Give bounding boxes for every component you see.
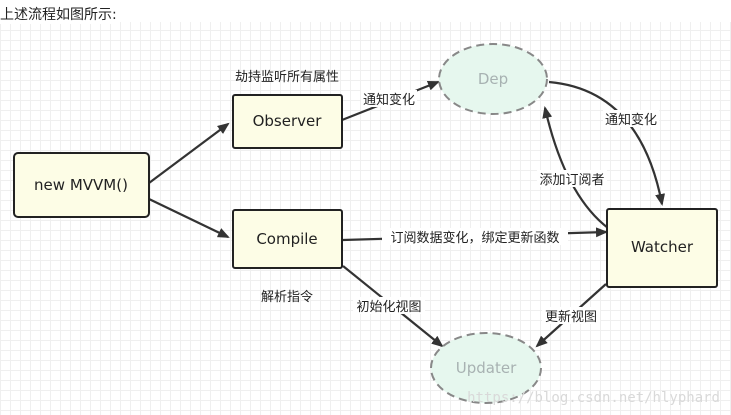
node-watcher-label: Watcher: [631, 238, 694, 256]
node-updater: [430, 332, 542, 404]
intro-bar: [0, 0, 731, 22]
intro-text: 上述流程如图所示:: [0, 4, 119, 24]
label-bg: [542, 307, 600, 324]
label-watcher-to-dep: 添加订阅者: [539, 173, 604, 188]
label-observer-to-dep: 通知变化: [363, 92, 415, 108]
label-bg: [361, 90, 417, 107]
node-observer-label: Observer: [253, 112, 323, 130]
label-dep-to-watcher: 通知变化: [605, 112, 657, 128]
node-new-mvvm: [13, 152, 150, 218]
watermark-text: https://blog.csdn.net/hlyphard: [467, 390, 720, 406]
label-compile-to-updater: 初始化视图: [356, 300, 421, 315]
label-bg: [603, 110, 659, 127]
label-compile-to-watcher: 订阅数据变化，绑定更新函数: [390, 230, 559, 246]
node-new-mvvm-label: new MVVM(): [34, 176, 128, 194]
node-dep-label: Dep: [478, 70, 508, 88]
label-bg: [537, 170, 607, 187]
node-observer: [232, 94, 343, 149]
compile-caption: 解析指令: [261, 290, 313, 305]
label-watcher-to-updater: 更新视图: [545, 309, 597, 325]
node-dep: [438, 43, 548, 115]
observer-caption: 劫持监听所有属性: [235, 70, 339, 85]
edge-watcher-to-dep: [542, 106, 609, 229]
node-watcher: [606, 208, 718, 288]
node-updater-label: Updater: [456, 359, 517, 377]
node-compile-label: Compile: [256, 230, 317, 248]
edge-mvvm-to-observer: [148, 122, 230, 184]
label-bg: [353, 297, 425, 314]
label-bg: [382, 228, 568, 245]
edge-mvvm-to-compile: [148, 198, 230, 238]
node-compile: [232, 209, 343, 269]
